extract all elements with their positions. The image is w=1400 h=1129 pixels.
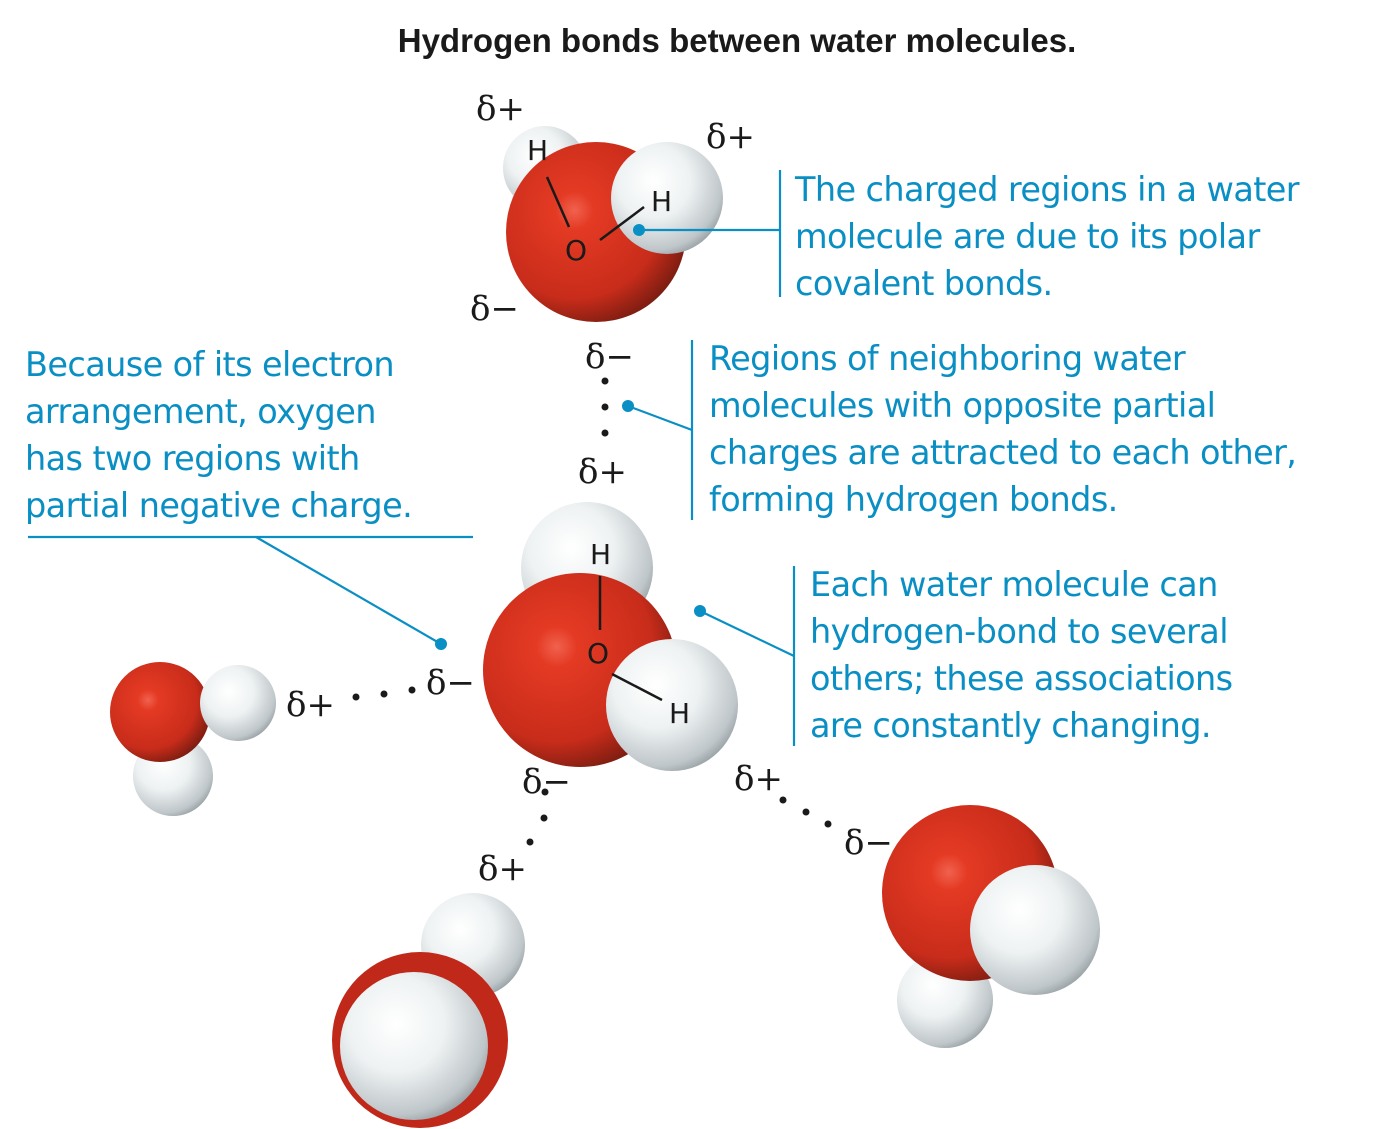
water-molecule-right: [882, 805, 1100, 1048]
hydrogen-bond-dots: [352, 377, 832, 846]
charge-label-center-h-right: δ+: [734, 759, 783, 799]
charge-label-center-o-left: δ−: [426, 663, 475, 703]
atom-label-oxygen-top: O: [565, 234, 588, 267]
water-molecule-bottom: [332, 893, 525, 1128]
water-molecule-left: [110, 662, 276, 816]
charge-label-bottom-h: δ+: [478, 849, 527, 889]
callout-oxygen-regions: Because of its electron arrangement, oxy…: [25, 345, 413, 525]
water-molecule-top: [503, 126, 723, 322]
callout-anchor-dots: [435, 224, 706, 650]
charge-label-top-o: δ−: [470, 289, 519, 329]
diagram-title: Hydrogen bonds between water molecules.: [397, 22, 1077, 59]
charge-label-right-o: δ−: [844, 823, 893, 863]
atom-label-hydrogen-top-left: H: [527, 134, 549, 167]
charge-label-top-h2: δ+: [706, 117, 755, 157]
charge-label-center-o-bottom: δ−: [522, 762, 571, 802]
charge-label-top-h1: δ+: [476, 89, 525, 129]
callout-hydrogen-bonds: Regions of neighboring water molecules w…: [709, 339, 1297, 519]
water-molecule-center: [483, 502, 738, 771]
atom-label-oxygen-center: O: [587, 637, 610, 670]
callout-leader-lines: [28, 170, 796, 746]
charge-label-top-bond: δ−: [585, 337, 634, 377]
charge-label-center-h-top: δ+: [578, 452, 627, 492]
charge-label-left-h: δ+: [286, 685, 335, 725]
callout-polar-bonds: The charged regions in a water molecule …: [795, 170, 1300, 303]
atom-label-hydrogen-center-right: H: [669, 697, 691, 730]
atom-label-hydrogen-center-top: H: [590, 538, 612, 571]
callout-several-bonds: Each water molecule can hydrogen-bond to…: [810, 565, 1233, 745]
atom-label-hydrogen-top-right: H: [651, 185, 673, 218]
